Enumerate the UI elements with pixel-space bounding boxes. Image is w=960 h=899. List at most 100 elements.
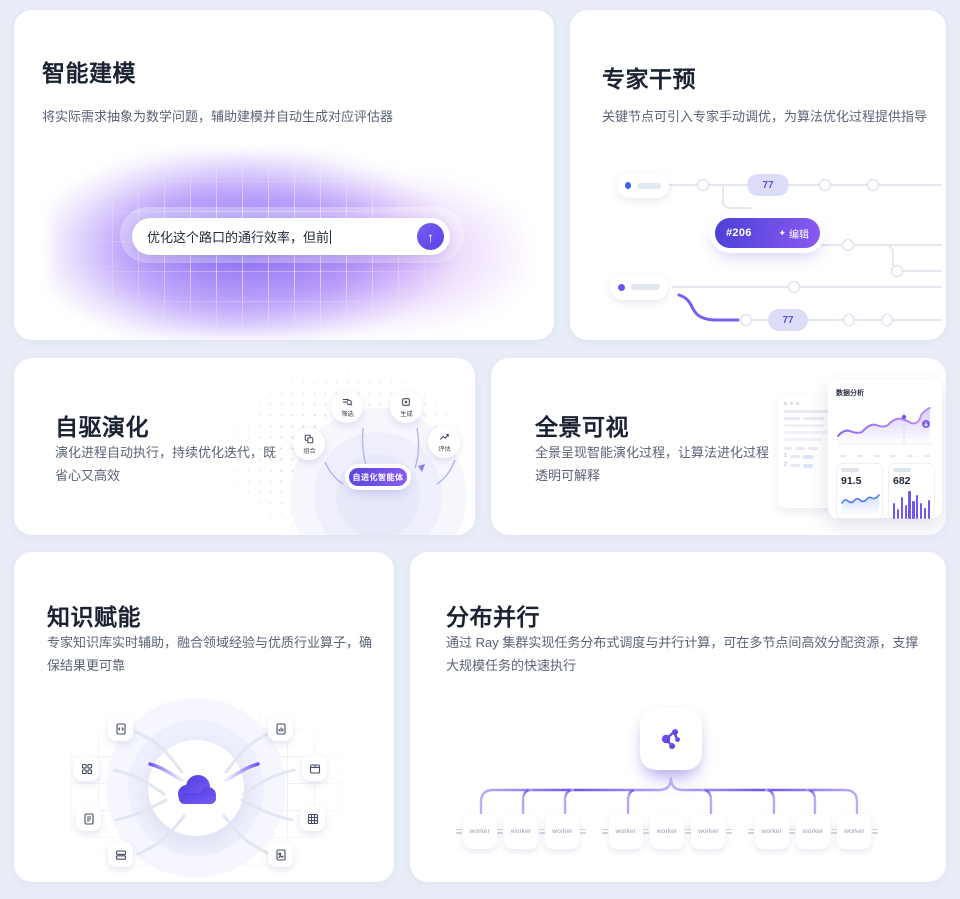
image-file-box xyxy=(268,842,293,867)
edit-label: 编辑 xyxy=(789,229,809,241)
card-parallel-desc: 通过 Ray 集群实现任务分布式调度与并行计算，可在多节点间高效分配资源，支撑大… xyxy=(446,635,919,673)
apps-grid-box xyxy=(74,756,99,781)
card-expert-desc: 关键节点可引入专家手动调优，为算法优化过程提供指导 xyxy=(602,109,928,124)
card-panorama-title: 全景可视 xyxy=(535,414,629,440)
link-dashes xyxy=(871,828,878,834)
repeat-box xyxy=(108,842,133,867)
metric-label-bar xyxy=(841,468,859,472)
node-id: #206 xyxy=(726,227,752,239)
window-dots xyxy=(784,402,834,405)
file-code-box xyxy=(108,716,133,741)
card-parallel-title: 分布并行 xyxy=(446,604,540,630)
link-dashes xyxy=(684,828,691,834)
table-row: 1 xyxy=(784,454,834,459)
worker-node: worker xyxy=(462,813,497,849)
worker-node: worker xyxy=(545,813,580,849)
table-icon xyxy=(307,813,318,824)
card-parallel: 分布并行 通过 Ray 集群实现任务分布式调度与并行计算，可在多节点间高效分配资… xyxy=(410,552,946,882)
dashboard-front-panel: 数据分析 xyxy=(828,380,942,519)
cloud-icon xyxy=(178,775,216,804)
prompt-input-value: 优化这个路口的通行效率，但前 xyxy=(147,230,330,245)
x-axis-ticks xyxy=(836,453,934,457)
node-graph-lines xyxy=(669,178,942,327)
card-expert-title: 专家干预 xyxy=(602,66,696,92)
text-caret xyxy=(330,230,332,244)
card-modeling: 智能建模 将实际需求抽象为数学问题，辅助建模并自动生成对应评估器 优化这个路口的… xyxy=(14,10,554,340)
card-panorama-desc: 全景呈现智能演化过程，让算法进化过程透明可解释 xyxy=(535,445,770,483)
ray-logo-icon xyxy=(661,729,680,749)
step-combine: 组合 xyxy=(293,428,325,460)
card-knowledge-desc: 专家知识库实时辅助，融合领域经验与优质行业算子，确保结果更可靠 xyxy=(47,635,373,673)
placeholder-bar xyxy=(630,284,660,290)
generate-icon xyxy=(402,397,410,406)
worker-node: worker xyxy=(691,813,726,849)
score-badge-bottom: 77 xyxy=(768,309,808,331)
browser-window-icon xyxy=(309,763,320,774)
score-badge-top: 77 xyxy=(747,174,789,196)
link-dashes xyxy=(789,828,796,834)
card-knowledge-title: 知识赋能 xyxy=(47,604,141,630)
edit-button[interactable]: ✦ 编辑 xyxy=(778,226,809,241)
worker-node: worker xyxy=(649,813,684,849)
mini-bar-chart xyxy=(893,489,930,519)
node-card-top xyxy=(617,173,669,198)
link-dashes xyxy=(456,828,462,834)
worker-group-1: worker worker worker xyxy=(456,813,586,849)
link-dashes xyxy=(725,828,732,834)
blue-dot xyxy=(625,182,632,189)
cluster-tree-lines xyxy=(479,768,859,815)
code-file-icon xyxy=(115,722,126,735)
browser-box xyxy=(302,756,327,781)
link-dashes xyxy=(748,828,754,834)
worker-node: worker xyxy=(754,813,789,849)
prompt-input[interactable]: 优化这个路口的通行效率，但前 ↑ xyxy=(132,218,450,255)
card-evolution: 自驱演化 演化进程自动执行，持续优化迭代，既省心又高效 组合 筛选 xyxy=(14,358,475,535)
step-evaluate: 评估 xyxy=(428,426,460,458)
purple-dot xyxy=(618,283,625,291)
chart-file-icon xyxy=(275,722,286,735)
agent-pill: 自进化智能体 xyxy=(349,468,407,486)
wave-chart xyxy=(841,493,880,515)
metric-card-score: 91.5 xyxy=(836,463,883,519)
link-dashes xyxy=(643,828,650,834)
link-dashes xyxy=(497,828,504,834)
send-button[interactable]: ↑ xyxy=(417,223,444,250)
card-modeling-desc: 将实际需求抽象为数学问题，辅助建模并自动生成对应评估器 xyxy=(42,109,394,124)
worker-group-2: worker worker worker xyxy=(602,813,732,849)
dashboard-title: 数据分析 xyxy=(836,390,864,397)
link-dashes xyxy=(538,828,545,834)
step-filter: 筛选 xyxy=(331,391,363,423)
card-evolution-title: 自驱演化 xyxy=(55,414,149,440)
worker-node: worker xyxy=(503,813,538,849)
trend-line-chart xyxy=(837,407,932,445)
knowledge-connectors xyxy=(112,730,296,856)
sparkle-icon: ✦ xyxy=(778,227,786,238)
worker-node: worker xyxy=(837,813,872,849)
card-expert: 专家干预 关键节点可引入专家手动调优，为算法优化过程提供指导 xyxy=(570,10,946,340)
metric-nodes-value: 682 xyxy=(893,474,911,487)
metric-score-value: 91.5 xyxy=(841,474,862,487)
placeholder-bar xyxy=(637,182,661,189)
card-modeling-title: 智能建模 xyxy=(42,60,136,86)
worker-node: worker xyxy=(608,813,643,849)
filter-icon xyxy=(342,398,352,406)
repeat-icon xyxy=(115,849,126,860)
combine-icon xyxy=(304,434,314,443)
document-box xyxy=(76,806,101,831)
step-generate: 生成 xyxy=(390,391,422,423)
link-dashes xyxy=(830,828,837,834)
selected-node-pill[interactable]: #206 ✦ 编辑 xyxy=(715,218,820,248)
worker-group-3: worker worker worker xyxy=(748,813,878,849)
node-card-bottom xyxy=(610,274,668,300)
link-dashes xyxy=(579,828,586,834)
evaluate-icon xyxy=(439,433,449,440)
document-icon xyxy=(83,812,94,825)
card-knowledge: 知识赋能 专家知识库实时辅助，融合领域经验与优质行业算子，确保结果更可靠 xyxy=(14,552,394,882)
image-file-icon xyxy=(275,848,286,861)
metric-label-bar xyxy=(893,468,911,472)
table-box xyxy=(300,806,325,831)
card-evolution-desc: 演化进程自动执行，持续优化迭代，既省心又高效 xyxy=(55,445,277,483)
grid-icon xyxy=(81,763,92,774)
metric-card-nodes: 682 xyxy=(888,463,935,519)
